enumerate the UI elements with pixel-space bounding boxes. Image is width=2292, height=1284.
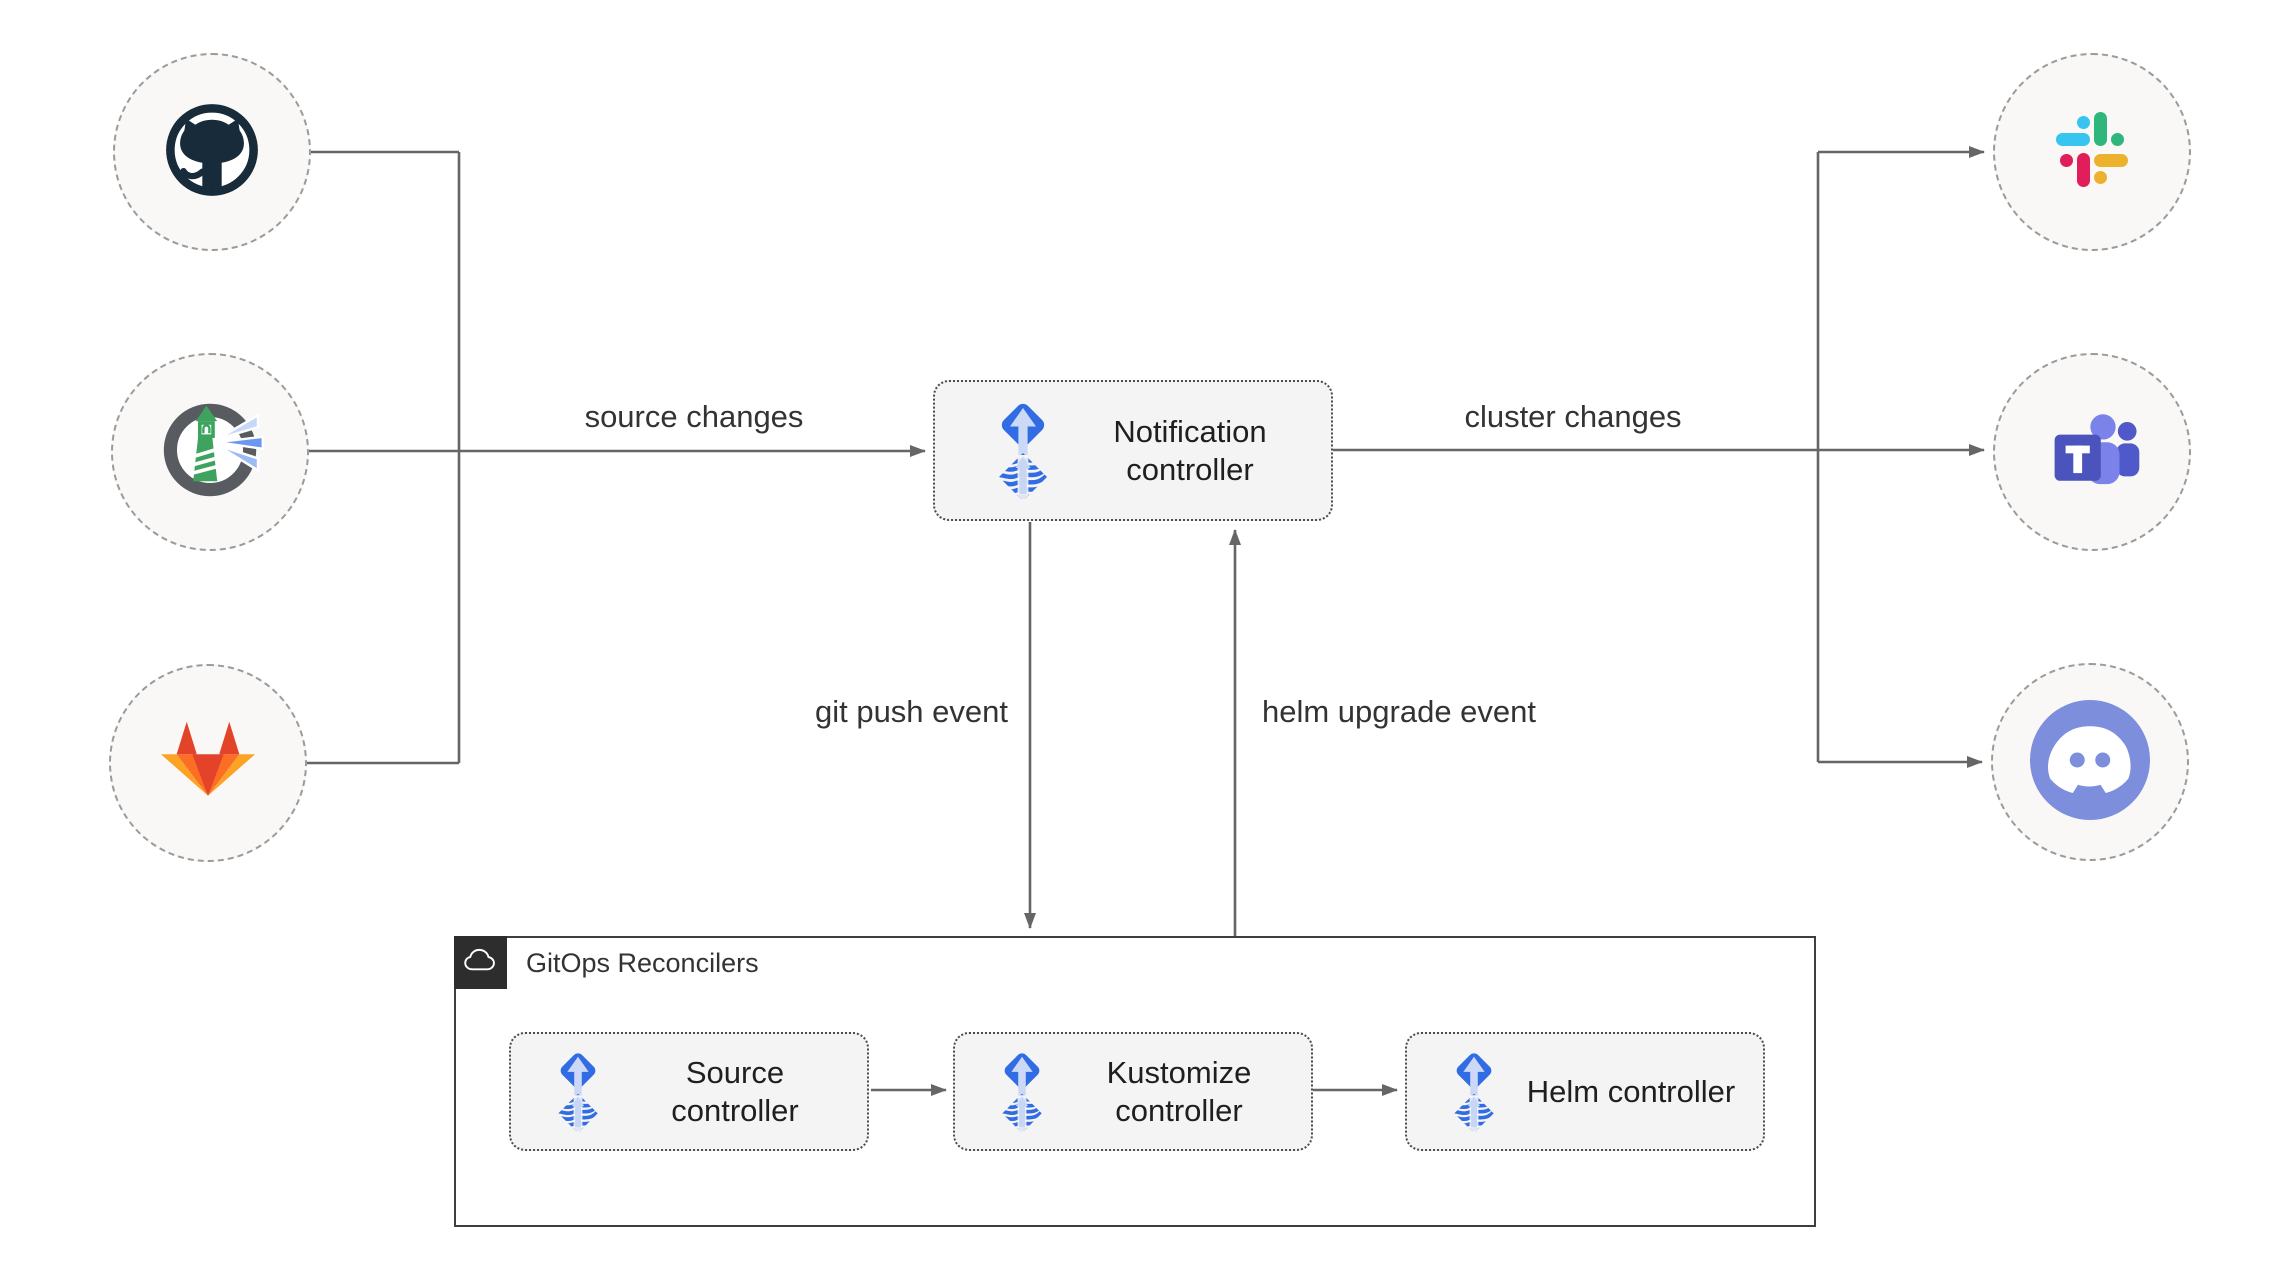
node-label: Kustomize controller [1106, 1054, 1252, 1128]
node-teams [1993, 353, 2191, 551]
cloud-icon [461, 945, 499, 980]
gitlab-icon [152, 705, 264, 822]
flux-icon [1433, 1048, 1515, 1136]
slack-icon [2042, 100, 2142, 205]
node-kustomize-controller: Kustomize controller [953, 1032, 1313, 1151]
node-discord [1991, 663, 2189, 861]
node-helm-controller: Helm controller [1405, 1032, 1765, 1151]
container-title: GitOps Reconcilers [526, 947, 759, 978]
node-label: Notification controller [1113, 413, 1267, 487]
node-source-controller: Source controller [509, 1032, 869, 1151]
edge-label-cluster-changes: cluster changes [1464, 399, 1682, 434]
container-tab [453, 935, 507, 989]
flux-icon [981, 1048, 1063, 1136]
flux-icon [973, 398, 1073, 504]
node-label: Source controller [671, 1054, 799, 1128]
node-label: Helm controller [1526, 1073, 1736, 1109]
node-slack [1993, 53, 2191, 251]
github-icon [155, 93, 269, 212]
edge-label-git-push-event: git push event [814, 694, 1008, 729]
flux-icon [537, 1048, 619, 1136]
node-notification-controller: Notification controller [933, 380, 1333, 521]
harbor-icon [150, 390, 270, 515]
node-github [113, 53, 311, 251]
gitops-reconcilers-container: GitOps Reconcilers [453, 935, 1816, 1227]
teams-icon [2037, 395, 2147, 510]
edge-label-source-changes: source changes [584, 399, 804, 434]
edge-label-helm-upgrade-event: helm upgrade event [1262, 694, 1537, 729]
node-harbor [111, 353, 309, 551]
discord-icon [2015, 685, 2165, 840]
node-gitlab [109, 664, 307, 862]
